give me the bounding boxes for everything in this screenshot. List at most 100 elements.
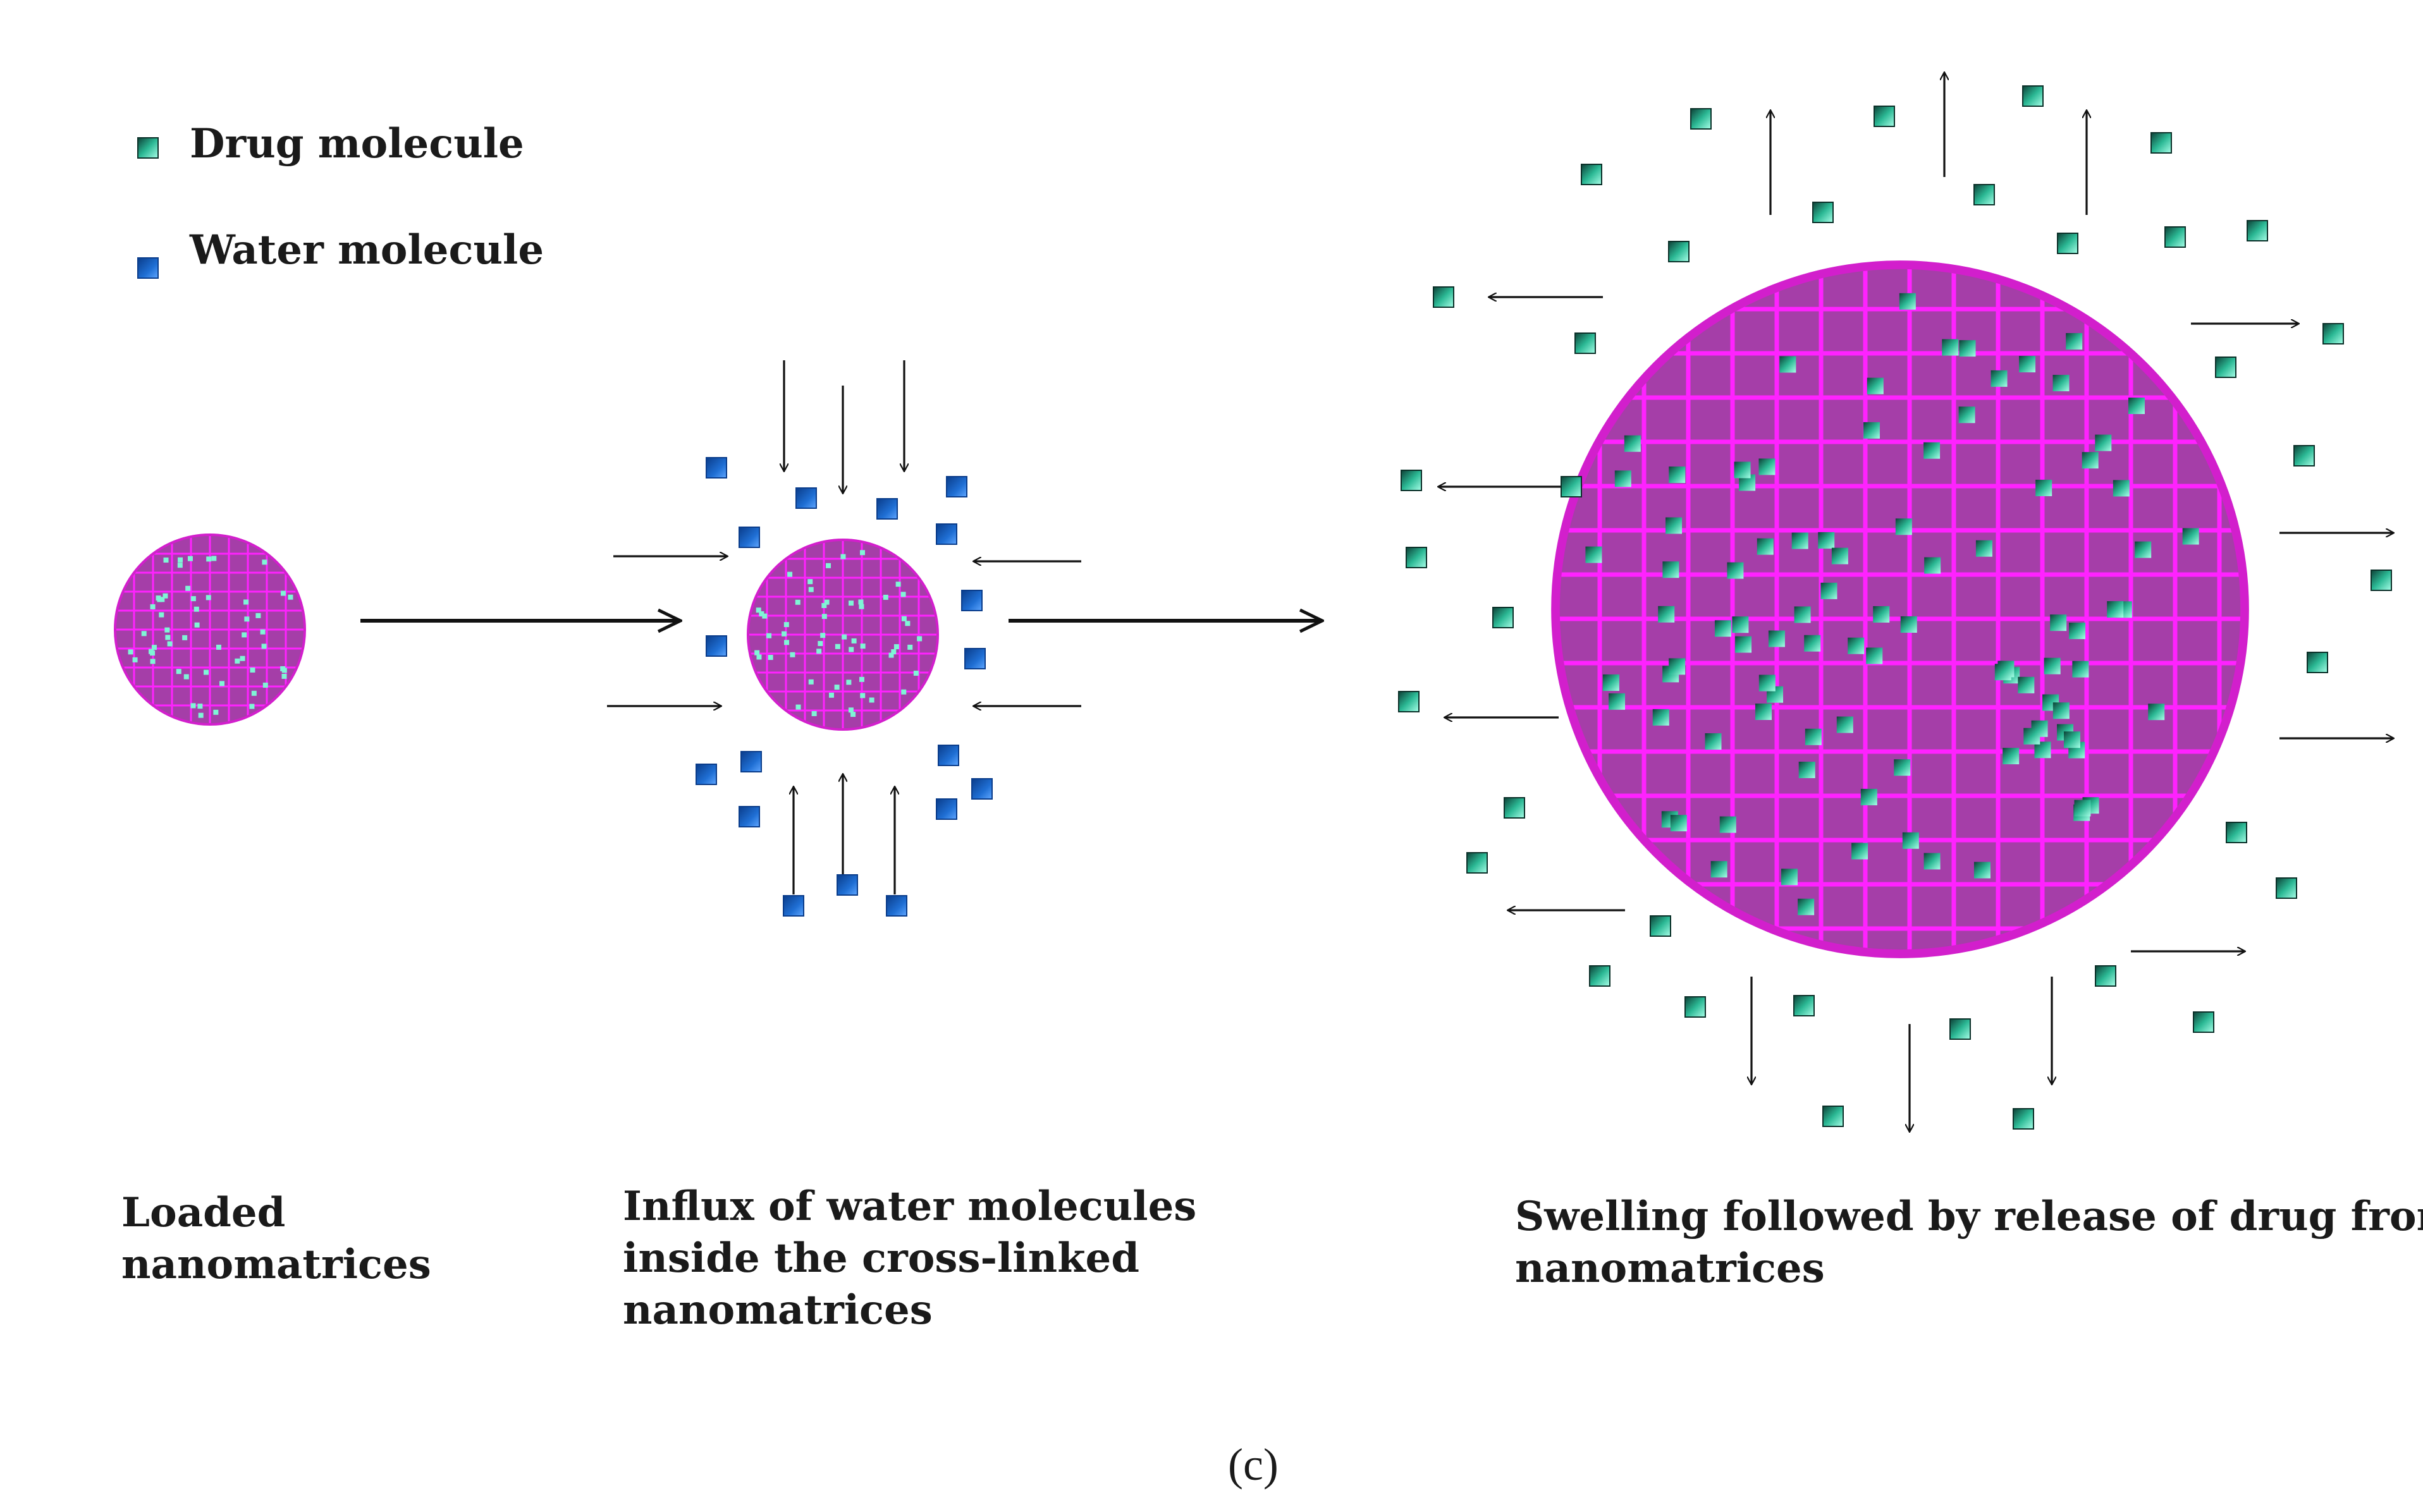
entrapped-drug-molecule xyxy=(2018,676,2035,693)
entrapped-drug-molecule xyxy=(163,593,168,599)
entrapped-drug-molecule xyxy=(756,607,761,613)
water-molecule xyxy=(886,895,907,917)
entrapped-drug-molecule xyxy=(1614,470,1631,487)
entrapped-drug-molecule xyxy=(1805,728,1822,745)
water-molecule xyxy=(961,590,983,611)
water-molecule xyxy=(946,476,967,497)
entrapped-drug-molecule xyxy=(2182,528,2199,545)
entrapped-drug-molecule xyxy=(205,595,211,601)
water-molecule xyxy=(706,635,727,657)
entrapped-drug-molecule xyxy=(1652,709,1669,726)
entrapped-drug-molecule xyxy=(165,635,171,640)
drug-molecule xyxy=(1406,547,1427,568)
entrapped-drug-molecule xyxy=(150,650,156,656)
entrapped-drug-molecule xyxy=(1899,293,1916,310)
entrapped-drug-molecule xyxy=(860,693,866,698)
water-influx-nanomatrix-edge xyxy=(747,539,939,731)
caption-influx-line-3: nanomatrices xyxy=(623,1286,933,1334)
entrapped-drug-molecule xyxy=(1602,674,1619,691)
entrapped-drug-molecule xyxy=(849,647,854,652)
entrapped-drug-molecule xyxy=(185,585,191,591)
entrapped-drug-molecule xyxy=(150,604,156,609)
entrapped-drug-molecule xyxy=(187,556,193,561)
entrapped-drug-molecule xyxy=(795,704,801,710)
entrapped-drug-molecule xyxy=(262,682,268,688)
entrapped-drug-molecule xyxy=(901,616,907,621)
entrapped-drug-molecule xyxy=(244,616,250,622)
drug-molecule xyxy=(2276,877,2297,899)
entrapped-drug-molecule xyxy=(1768,630,1785,647)
drug-molecule xyxy=(2013,1108,2034,1130)
caption-swelling-line-1: Swelling followed by release of drug fro… xyxy=(1515,1193,2423,1240)
water-molecule xyxy=(936,798,957,820)
entrapped-drug-molecule xyxy=(2082,452,2099,469)
entrapped-drug-molecule xyxy=(240,655,245,661)
entrapped-drug-molecule xyxy=(1669,658,1686,675)
drug-molecule xyxy=(1668,241,1690,262)
entrapped-drug-molecule xyxy=(1710,861,1727,878)
drug-molecule xyxy=(1401,470,1422,491)
drug-molecule xyxy=(1650,915,1671,937)
drug-molecule xyxy=(2095,965,2116,987)
drug-molecule xyxy=(1684,996,1706,1018)
water-molecule xyxy=(964,648,986,669)
entrapped-drug-molecule xyxy=(821,602,827,608)
entrapped-drug-molecule xyxy=(891,649,897,655)
drug-molecule xyxy=(1433,286,1454,308)
entrapped-drug-molecule xyxy=(846,680,852,685)
entrapped-drug-molecule xyxy=(900,592,906,597)
drug-molecule xyxy=(1492,607,1514,628)
water-molecule xyxy=(783,895,804,917)
water-molecule xyxy=(696,764,717,785)
entrapped-drug-molecule xyxy=(2003,748,2020,765)
entrapped-drug-molecule xyxy=(1831,547,1848,564)
entrapped-drug-molecule xyxy=(766,633,772,638)
entrapped-drug-molecule xyxy=(1923,853,1941,870)
panel-label: (c) xyxy=(1228,1439,1279,1490)
entrapped-drug-molecule xyxy=(242,632,247,638)
entrapped-drug-molecule xyxy=(243,599,249,605)
entrapped-drug-molecule xyxy=(1705,733,1722,750)
entrapped-drug-molecule xyxy=(1997,661,2015,678)
entrapped-drug-molecule xyxy=(1902,832,1919,849)
entrapped-drug-molecule xyxy=(261,643,267,649)
entrapped-drug-molecule xyxy=(784,640,790,645)
entrapped-drug-molecule xyxy=(183,674,189,680)
entrapped-drug-molecule xyxy=(917,636,923,642)
entrapped-drug-molecule xyxy=(197,704,203,709)
drug-molecule xyxy=(1812,202,1834,223)
entrapped-drug-molecule xyxy=(1727,562,1744,579)
entrapped-drug-molecule xyxy=(893,644,899,650)
entrapped-drug-molecule xyxy=(2069,623,2086,640)
entrapped-drug-molecule xyxy=(1820,582,1837,599)
caption-influx-line-2: inside the cross-linked xyxy=(623,1235,1139,1282)
entrapped-drug-molecule xyxy=(756,654,762,660)
entrapped-drug-molecule xyxy=(163,558,169,563)
entrapped-drug-molecule xyxy=(255,613,261,618)
entrapped-drug-molecule xyxy=(1863,422,1880,439)
entrapped-drug-molecule xyxy=(1755,703,1772,720)
entrapped-drug-molecule xyxy=(1658,606,1675,623)
entrapped-drug-molecule xyxy=(818,641,823,647)
entrapped-drug-molecule xyxy=(768,655,773,661)
water-molecule xyxy=(837,874,858,896)
swollen-nanomatrix-edge xyxy=(1551,260,2249,958)
entrapped-drug-molecule xyxy=(219,681,225,686)
entrapped-drug-molecule xyxy=(206,556,212,562)
entrapped-drug-molecule xyxy=(1959,340,1976,357)
drug-molecule xyxy=(1504,797,1525,819)
entrapped-drug-molecule xyxy=(1942,339,1959,356)
drug-molecule xyxy=(1581,164,1602,185)
drug-molecule xyxy=(1561,476,1582,497)
entrapped-drug-molecule xyxy=(1873,606,1890,623)
entrapped-drug-molecule xyxy=(1851,843,1868,860)
entrapped-drug-molecule xyxy=(848,601,854,606)
entrapped-drug-molecule xyxy=(2148,704,2165,721)
entrapped-drug-molecule xyxy=(280,590,286,596)
entrapped-drug-molecule xyxy=(2031,720,2048,737)
entrapped-drug-molecule xyxy=(2113,480,2130,497)
entrapped-drug-molecule xyxy=(193,606,199,612)
entrapped-drug-molecule xyxy=(1900,616,1917,633)
swollen-nanomatrix-entrapped-drug xyxy=(1585,293,2199,915)
entrapped-drug-molecule xyxy=(1585,546,1602,563)
